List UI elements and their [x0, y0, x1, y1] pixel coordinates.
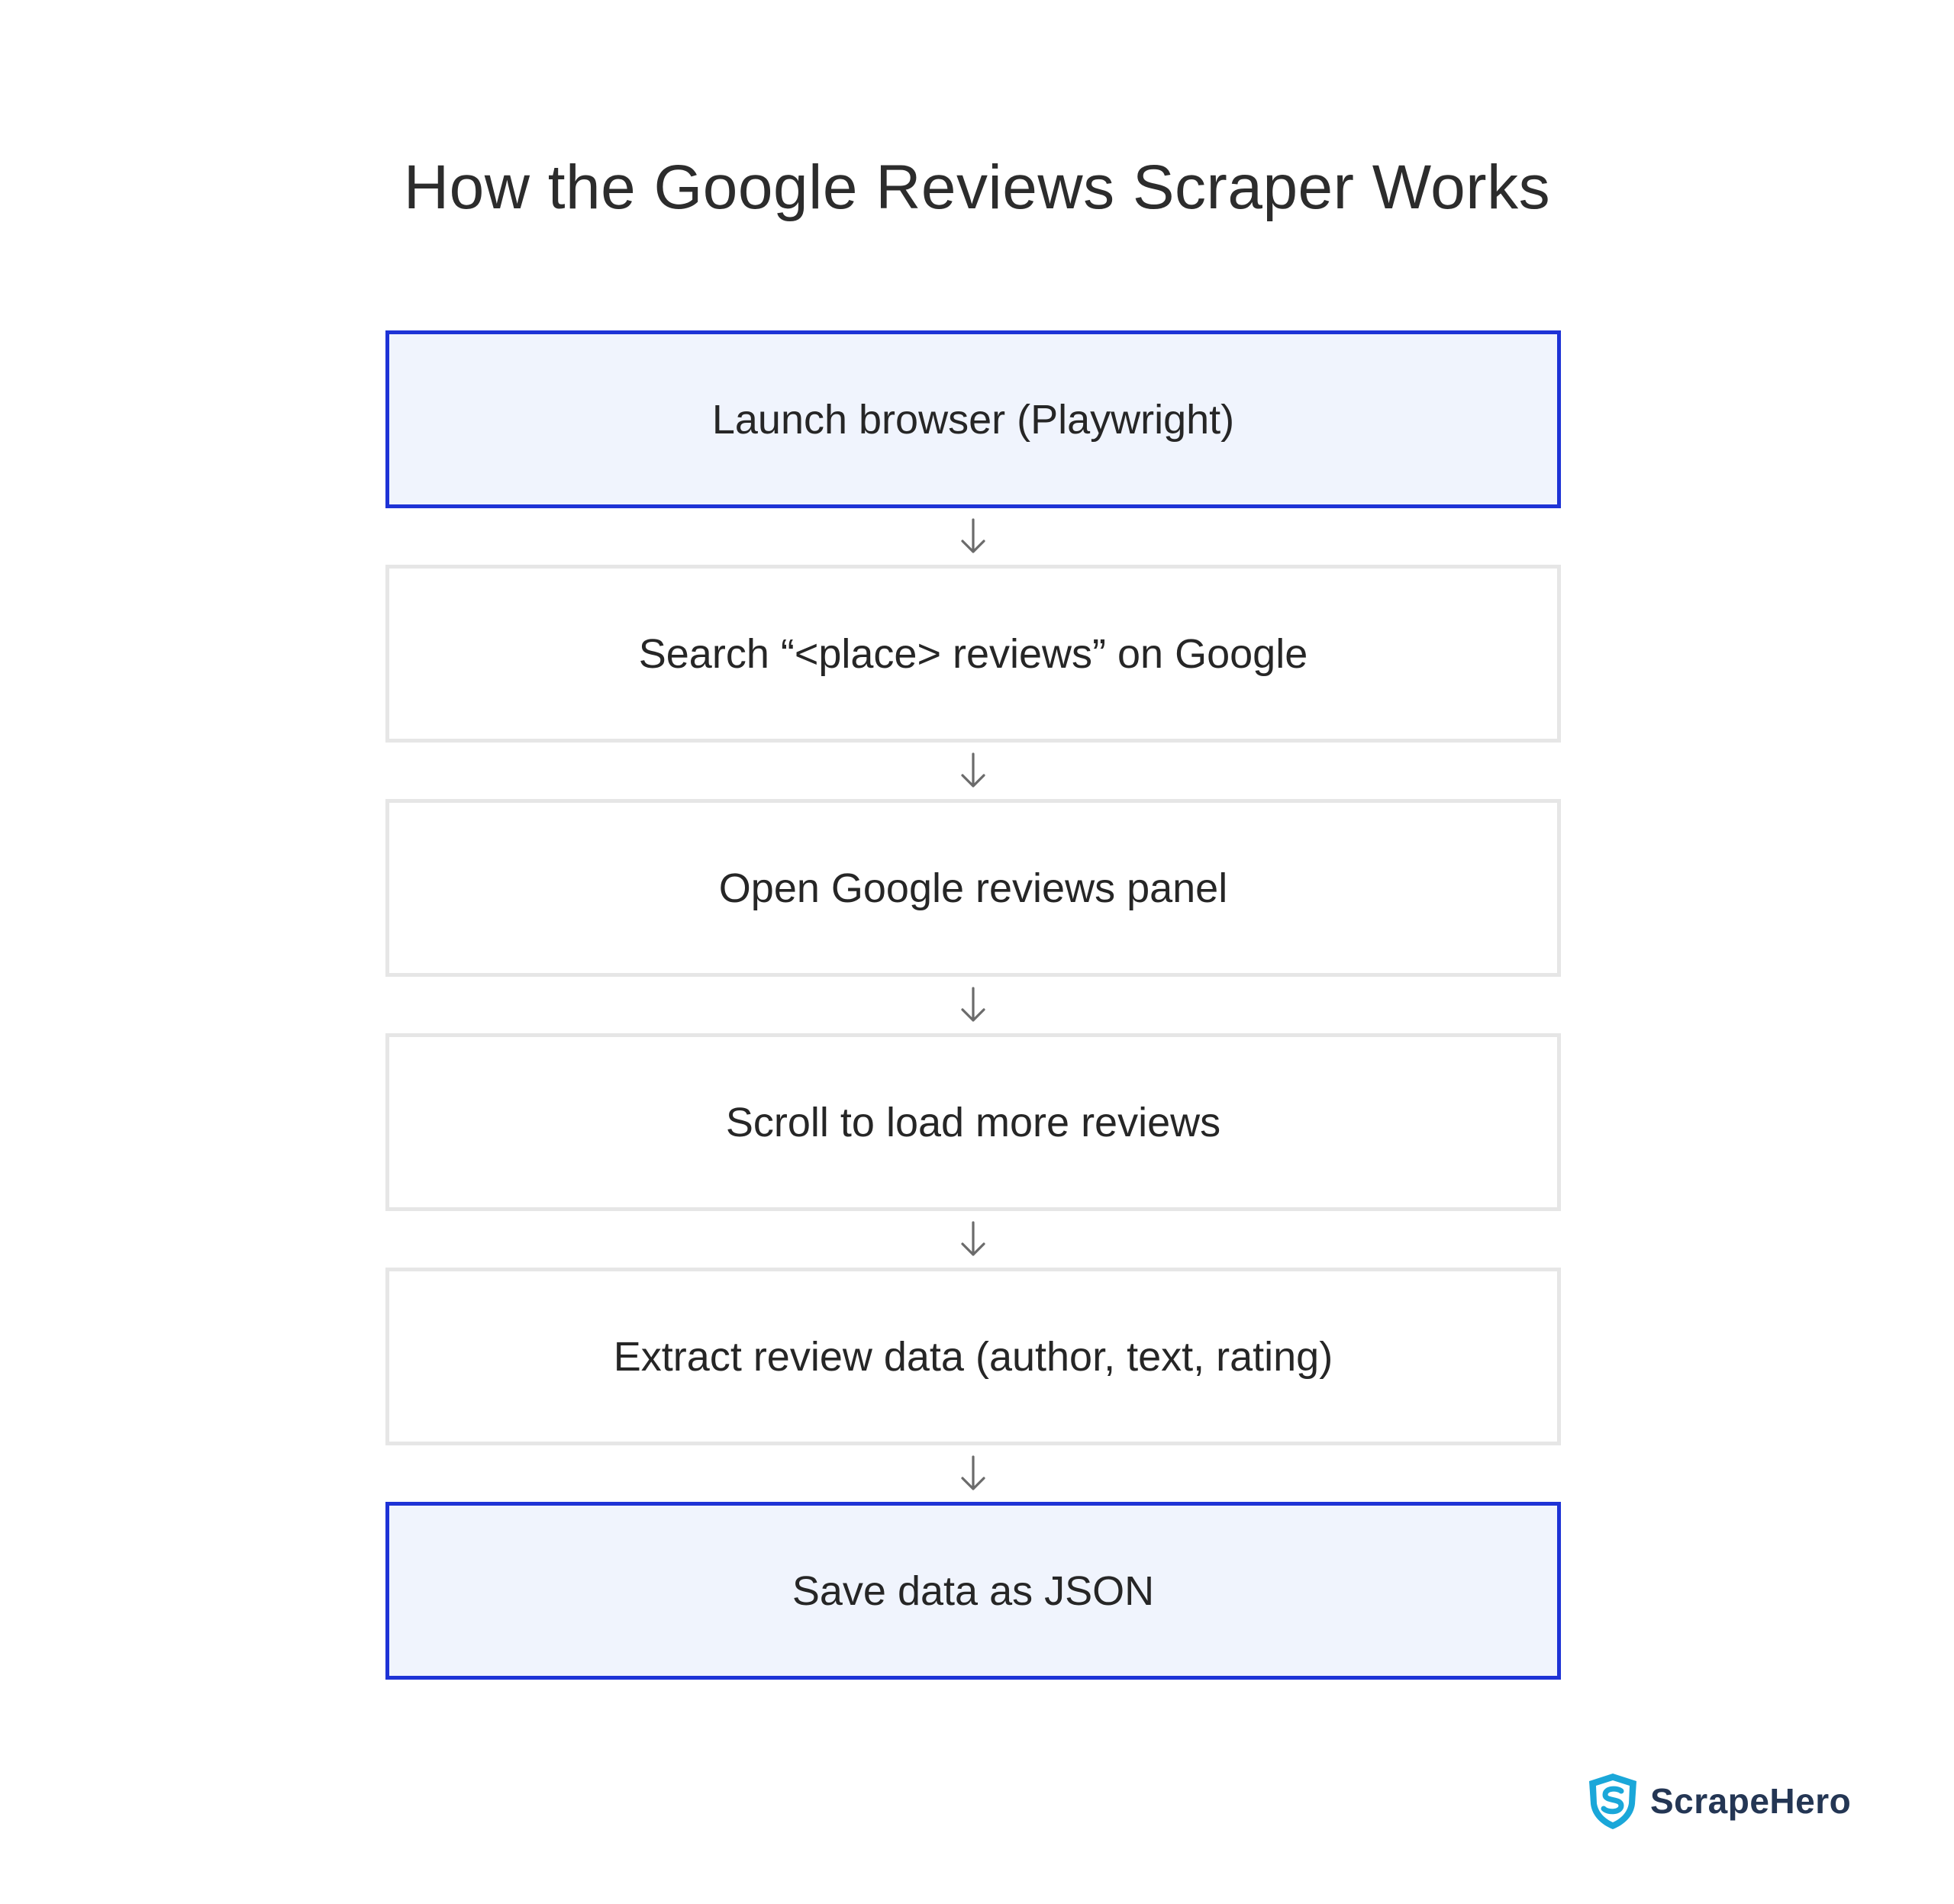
- arrow-down-icon: [385, 977, 1561, 1033]
- step-label: Extract review data (author, text, ratin…: [613, 1333, 1333, 1380]
- step-label: Open Google reviews panel: [718, 865, 1228, 911]
- shield-s-logo-icon: [1585, 1770, 1641, 1832]
- arrow-down-icon: [385, 508, 1561, 565]
- step-search-google: Search “<place> reviews” on Google: [385, 565, 1561, 743]
- step-open-reviews-panel: Open Google reviews panel: [385, 799, 1561, 977]
- step-label: Scroll to load more reviews: [725, 1099, 1221, 1145]
- arrow-down-icon: [385, 1211, 1561, 1268]
- step-launch-browser: Launch browser (Playwright): [385, 330, 1561, 508]
- arrow-down-icon: [385, 743, 1561, 799]
- step-scroll-load-reviews: Scroll to load more reviews: [385, 1033, 1561, 1211]
- step-extract-review-data: Extract review data (author, text, ratin…: [385, 1268, 1561, 1445]
- flowchart: Launch browser (Playwright) Search “<pla…: [385, 330, 1561, 1680]
- arrow-down-icon: [385, 1445, 1561, 1502]
- step-save-json: Save data as JSON: [385, 1502, 1561, 1680]
- brand-name: ScrapeHero: [1650, 1781, 1852, 1821]
- page-title: How the Google Reviews Scraper Works: [403, 153, 1551, 222]
- brand-logo: ScrapeHero: [1585, 1770, 1851, 1832]
- step-label: Launch browser (Playwright): [711, 396, 1235, 443]
- step-label: Save data as JSON: [792, 1567, 1155, 1614]
- step-label: Search “<place> reviews” on Google: [638, 630, 1308, 677]
